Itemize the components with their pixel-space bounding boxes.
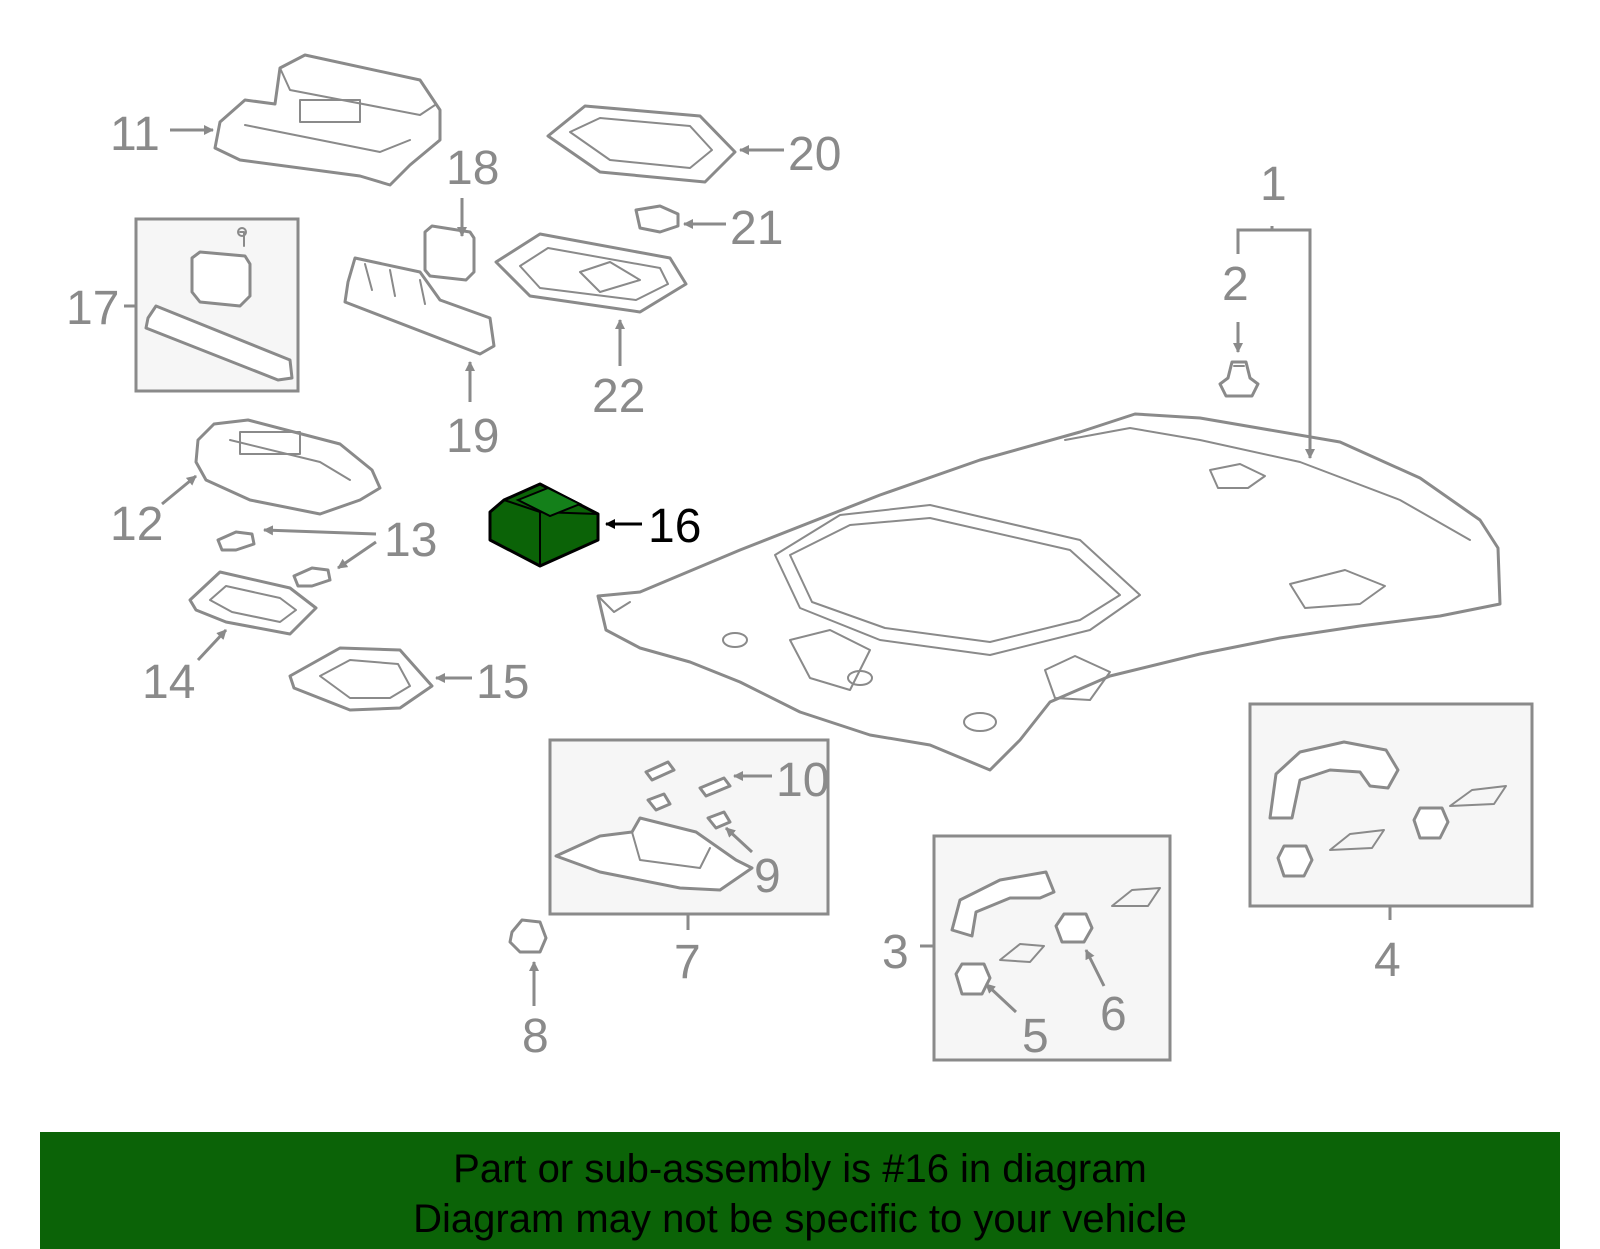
plug-part-9b[interactable] [706,810,732,830]
callout-6: 6 [1100,988,1127,1041]
callout-13: 13 [384,514,437,567]
headliner-part-1[interactable] [596,412,1502,772]
lens-part-22[interactable] [494,232,688,314]
lens-part-20[interactable] [546,104,737,184]
bulb-part-21[interactable] [634,204,680,234]
clip-part-2[interactable] [1218,360,1260,398]
lens-part-14[interactable] [188,570,318,636]
callout-21: 21 [730,202,783,255]
leader-lines [124,125,1392,1014]
plug-part-9a[interactable] [646,792,672,812]
callout-15: 15 [476,656,529,709]
bulb-part-13a[interactable] [216,530,256,552]
callout-7: 7 [674,936,701,989]
grab-handle-part-3[interactable] [950,870,1161,963]
callout-5: 5 [1022,1010,1049,1063]
callout-4: 4 [1374,934,1401,987]
console-part-11[interactable] [213,53,442,187]
callout-19: 19 [446,410,499,463]
grab-handle-part-4[interactable] [1268,740,1507,878]
parts-diagram: 1 2 3 4 5 6 7 8 9 10 11 12 13 14 15 16 1… [66,53,1534,1063]
sun-visor-part-7[interactable] [554,816,754,892]
callout-3: 3 [882,926,909,979]
group-box-3 [932,834,1172,1062]
callout-16: 16 [648,500,701,553]
callout-11: 11 [110,108,160,161]
callout-10: 10 [776,754,829,807]
callout-labels: 1 2 3 4 5 6 7 8 9 10 11 12 13 14 15 16 1… [66,108,1401,1063]
lamp-part-17[interactable] [144,227,294,382]
callout-9: 9 [754,850,781,903]
map-light-part-12[interactable] [194,418,382,516]
banner-line-2: Diagram may not be specific to your vehi… [413,1197,1187,1241]
lens-part-15[interactable] [288,646,434,712]
callout-20: 20 [788,128,841,181]
callout-1: 1 [1260,158,1287,211]
callout-8: 8 [522,1010,549,1063]
callout-22: 22 [592,370,645,423]
callout-18: 18 [446,142,499,195]
holder-part-8[interactable] [508,918,548,954]
callout-14: 14 [142,656,195,709]
info-banner: Part or sub-assembly is #16 in diagram D… [40,1132,1560,1249]
banner-line-1: Part or sub-assembly is #16 in diagram [453,1147,1147,1191]
cover-part-10b[interactable] [698,776,732,798]
cap-part-5[interactable] [954,962,992,996]
module-part-16[interactable] [488,482,600,568]
housing-part-19[interactable] [343,256,496,356]
bulb-part-13b[interactable] [292,566,332,588]
callout-2: 2 [1222,258,1249,311]
callout-17: 17 [66,282,119,335]
switch-part-18[interactable] [423,224,476,282]
cover-part-10a[interactable] [644,760,676,782]
cap-part-6[interactable] [1054,912,1094,944]
callout-12: 12 [110,498,163,551]
